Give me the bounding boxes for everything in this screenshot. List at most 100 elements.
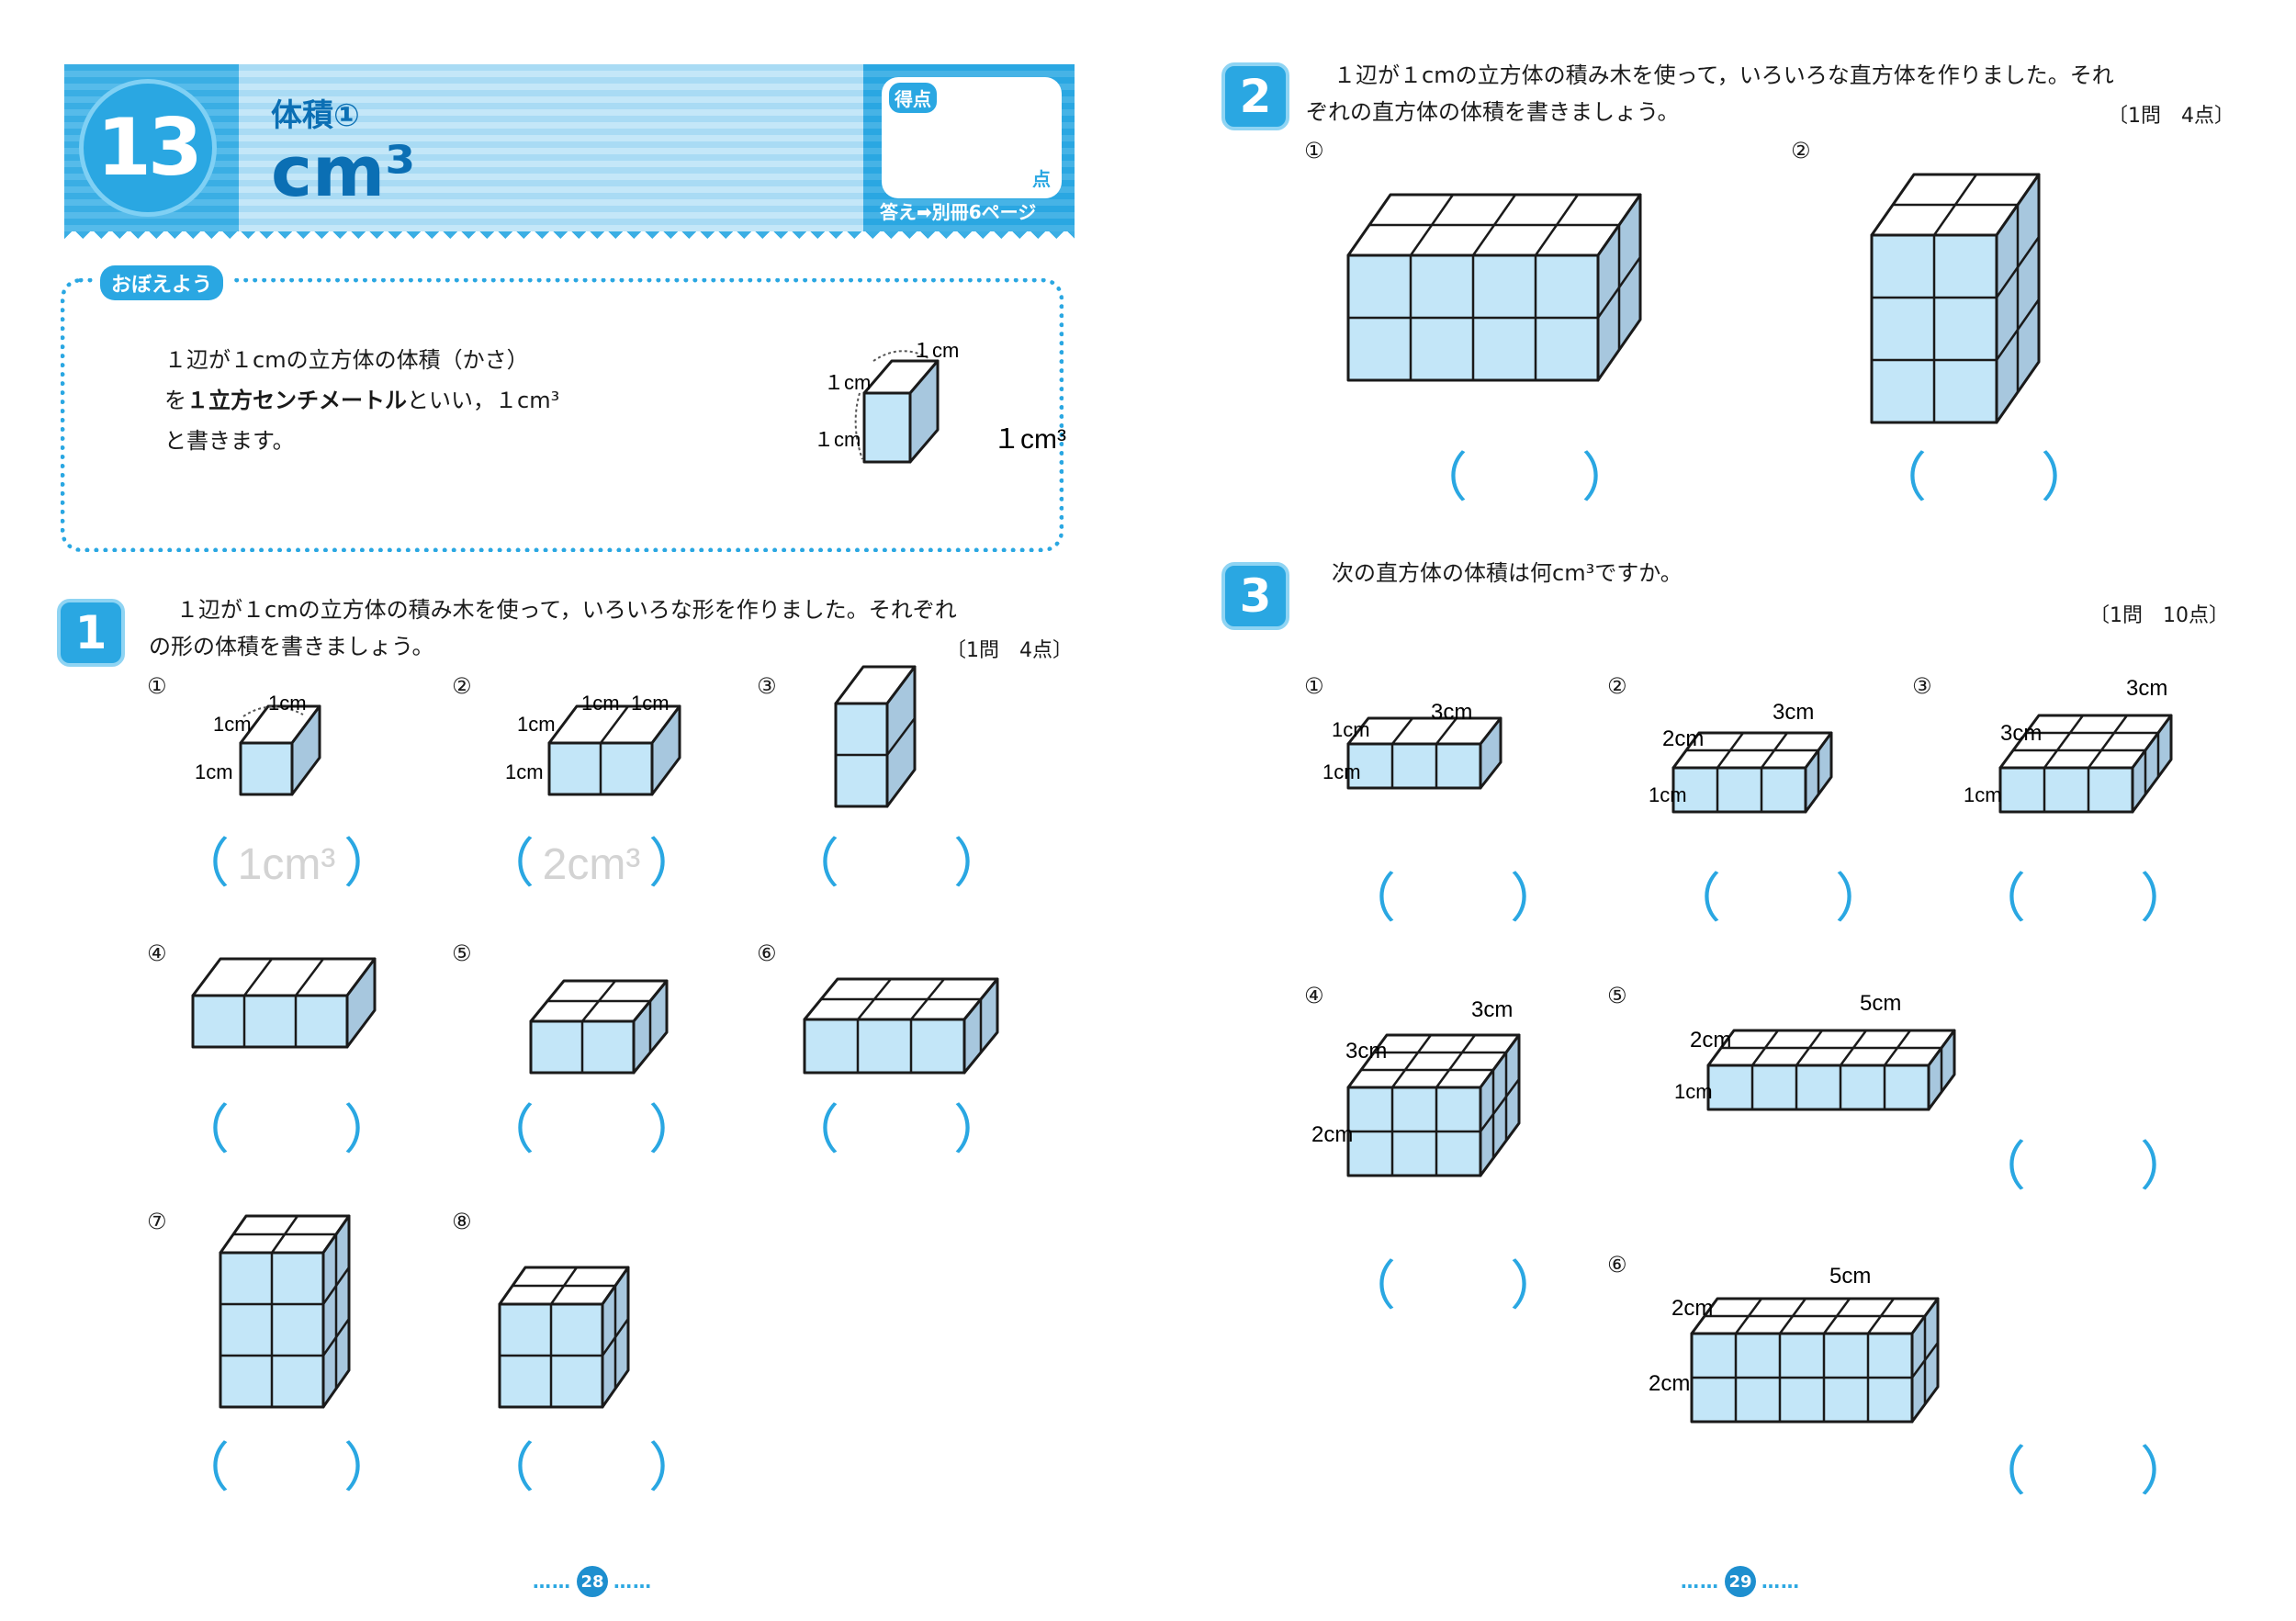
score-unit: 点 — [1032, 168, 1051, 190]
memo-badge-label: おぼえよう — [100, 265, 224, 300]
answer-example: 2cm³ — [542, 840, 641, 889]
q2-2-answer[interactable]: （） — [1874, 446, 2094, 509]
section-2-3-figures: 3cm 1cm 1cm 3cm 2cm 1cm 3cm 3cm 1cm 3cm … — [1311, 173, 2173, 1424]
unit-subtitle: 体積① — [271, 97, 360, 134]
section-2-instruction: １辺が１cmの立方体の積み木を使って，いろいろな直方体を作りました。それ ぞれの… — [1306, 57, 2243, 130]
q3-5-label: ⑤ — [1607, 983, 1627, 1008]
page-number-dots: …… — [533, 1570, 571, 1593]
q3-1-answer[interactable]: （） — [1343, 867, 1563, 929]
q1-4-answer[interactable]: （） — [176, 1098, 397, 1161]
q3-4-label: ④ — [1304, 983, 1324, 1008]
q3-2-label: ② — [1607, 673, 1627, 699]
section-3-instruction: 次の直方体の体積は何cm³ですか。 — [1332, 560, 1683, 586]
unit-header: 13 体積① cm³ 得点 点 答え➡別冊6ページ — [64, 64, 1075, 242]
figure-1-8 — [498, 1266, 630, 1409]
q1-2-dim-side: 1cm — [517, 713, 556, 736]
q1-1-dim-top: 1cm — [268, 692, 307, 715]
section-1-instruction-line-2: の形の体積を書きましょう。 — [149, 634, 434, 659]
q3-6-label: ⑥ — [1607, 1252, 1627, 1278]
section-3-points: 〔1問 10点〕 — [2089, 604, 2229, 627]
q1-2-dim-left: 1cm — [505, 760, 544, 783]
q3-1-height: 1cm — [1322, 760, 1361, 783]
unit-title: cm³ — [271, 130, 416, 212]
q3-5-length: 5cm — [1860, 991, 1901, 1016]
q1-2-dim-top-a: 1cm — [581, 692, 620, 715]
q3-2-height: 1cm — [1649, 783, 1687, 806]
figure-3-5 — [1706, 1029, 1956, 1111]
q1-2-label: ② — [452, 673, 472, 699]
figure-3-4 — [1346, 1033, 1521, 1177]
q1-2-dim-top-b: 1cm — [631, 692, 670, 715]
score-box[interactable]: 得点 点 — [882, 77, 1062, 198]
memo-line-3: と書きます。 — [164, 428, 295, 454]
unit-number-panel: 13 — [64, 64, 239, 231]
q2-2-label: ② — [1791, 138, 1811, 163]
figure-1-6 — [803, 977, 999, 1075]
q3-4-depth: 3cm — [1345, 1039, 1387, 1064]
q3-3-label: ③ — [1912, 673, 1932, 699]
q3-6-answer[interactable]: （） — [1973, 1440, 2193, 1503]
memo-badge: おぼえよう — [93, 265, 231, 300]
q1-3-label: ③ — [757, 673, 777, 699]
page-number-left: …… 28 …… — [533, 1566, 652, 1597]
figure-3-2 — [1671, 731, 1833, 814]
cube-label-left: １cm — [814, 428, 861, 451]
q3-5-height: 1cm — [1674, 1080, 1713, 1103]
section-1-instruction: １辺が１cmの立方体の積み木を使って，いろいろな形を作りました。それぞれ の形の… — [149, 591, 1076, 665]
section-1-figures: 1cm 1cm 1cm 1cm 1cm 1cm 1cm — [191, 665, 999, 1409]
q3-5-answer[interactable]: （） — [1973, 1135, 2193, 1198]
page-number-dots: …… — [1761, 1570, 1800, 1593]
q1-6-label: ⑥ — [757, 940, 777, 966]
q1-1-answer[interactable]: （1cm³） — [176, 832, 397, 895]
block-figure — [239, 704, 321, 796]
unit-cube-figure: １cm １cm １cm １cm³ — [814, 339, 1066, 464]
q2-1-answer[interactable]: （） — [1414, 446, 1635, 509]
block-figure — [547, 704, 681, 796]
q3-1-length: 3cm — [1431, 700, 1472, 725]
figure-1-4 — [191, 957, 377, 1049]
figure-1-7 — [219, 1214, 351, 1409]
q1-8-label: ⑧ — [452, 1209, 472, 1234]
right-page: 2 １辺が１cmの立方体の積み木を使って，いろいろな直方体を作りました。それ ぞ… — [1148, 0, 2296, 1621]
q1-1-label: ① — [147, 673, 167, 699]
q1-3-answer[interactable]: （） — [786, 832, 1007, 895]
q3-3-answer[interactable]: （） — [1973, 867, 2193, 929]
q2-1-label: ① — [1304, 138, 1324, 163]
q3-1-depth: 1cm — [1332, 718, 1370, 741]
memo-line-2: を１立方センチメートルといい，１cm³ — [164, 380, 679, 421]
answer-reference: 答え➡別冊6ページ — [880, 201, 1037, 223]
score-panel: 得点 点 答え➡別冊6ページ — [863, 64, 1075, 231]
answer-example: 1cm³ — [237, 840, 336, 889]
unit-number: 13 — [79, 79, 217, 217]
section-2-points: 〔1問 4点〕 — [2108, 105, 2234, 128]
q1-5-label: ⑤ — [452, 940, 472, 966]
q3-4-answer[interactable]: （） — [1343, 1255, 1563, 1317]
page-number-right: …… 29 …… — [1681, 1566, 1800, 1597]
q1-5-answer[interactable]: （） — [481, 1098, 702, 1161]
figure-3-1 — [1346, 716, 1503, 790]
figure-3-6 — [1690, 1297, 1940, 1424]
figure-1-2: 1cm 1cm 1cm 1cm — [505, 692, 681, 796]
figure-1-5 — [529, 979, 669, 1075]
section-3-badge: 3 — [1221, 562, 1289, 630]
q3-2-depth: 2cm — [1662, 726, 1704, 751]
q1-6-answer[interactable]: （） — [786, 1098, 1007, 1161]
cube-label-side: １cm — [824, 371, 871, 394]
q3-3-depth: 3cm — [2000, 721, 2042, 746]
q1-1-dim-side: 1cm — [213, 713, 252, 736]
page-number: 29 — [1725, 1566, 1756, 1597]
header-zigzag — [64, 231, 1075, 242]
q1-7-answer[interactable]: （） — [176, 1436, 397, 1499]
memo-box: おぼえよう １辺が１cmの立方体の体積（かさ） を１立方センチメートルといい，１… — [61, 265, 1066, 552]
page-number-dots: …… — [613, 1570, 652, 1593]
q1-8-answer[interactable]: （） — [481, 1436, 702, 1499]
q3-2-answer[interactable]: （） — [1668, 867, 1888, 929]
memo-line-2c: といい，１cm³ — [407, 388, 560, 413]
memo-line-2a: を — [164, 388, 186, 413]
section-2-badge: 2 — [1221, 62, 1289, 130]
section-1-instruction-line-1: １辺が１cmの立方体の積み木を使って，いろいろな形を作りました。それぞれ — [176, 597, 957, 623]
section-1-points: 〔1問 4点〕 — [946, 639, 1073, 662]
q1-2-answer[interactable]: （2cm³） — [481, 832, 702, 895]
section-2-instruction-line-2: ぞれの直方体の体積を書きましょう。 — [1306, 99, 1680, 125]
q1-1-dim-left: 1cm — [195, 760, 233, 783]
